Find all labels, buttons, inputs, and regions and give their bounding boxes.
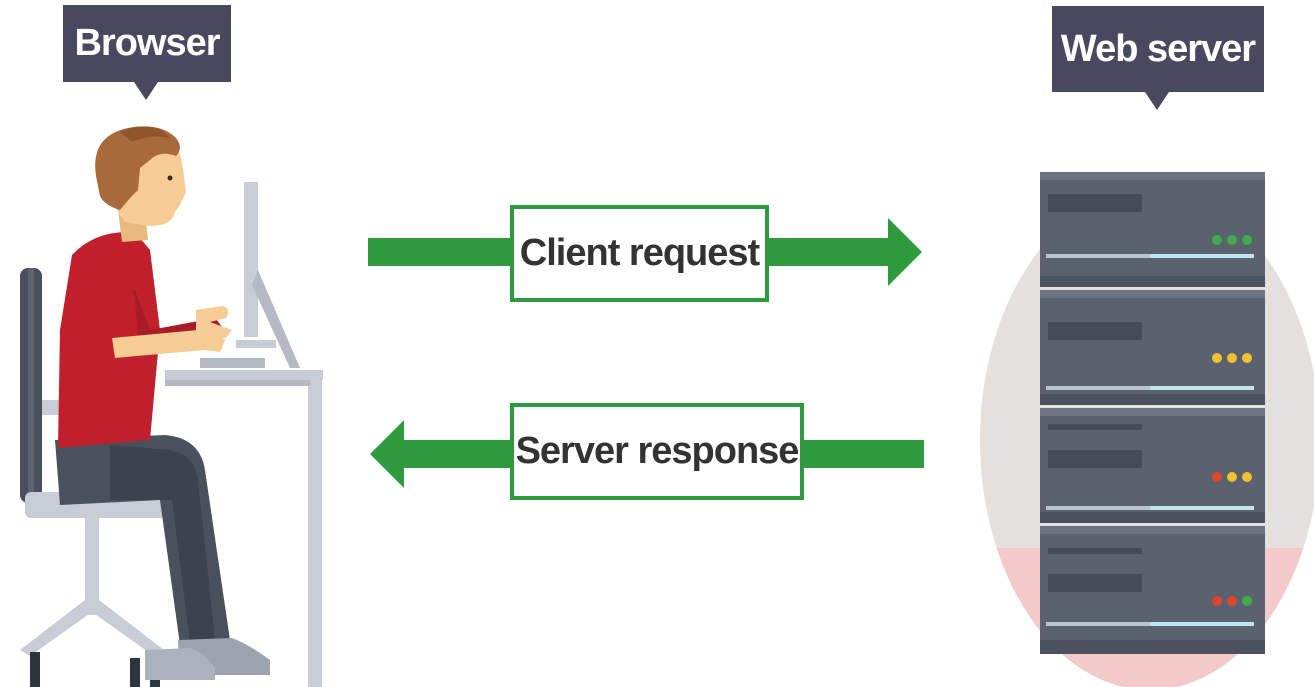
server-rack-icon bbox=[1040, 172, 1265, 654]
web-server-callout-tail bbox=[1145, 92, 1169, 110]
response-arrow bbox=[370, 420, 924, 488]
browser-callout: Browser bbox=[63, 5, 231, 82]
web-server-callout: Web server bbox=[1052, 6, 1264, 92]
person-at-computer-icon bbox=[20, 126, 323, 687]
browser-callout-tail bbox=[134, 82, 158, 100]
server-response-label: Server response bbox=[510, 403, 804, 500]
client-request-label: Client request bbox=[510, 205, 769, 302]
request-arrow bbox=[368, 218, 922, 286]
